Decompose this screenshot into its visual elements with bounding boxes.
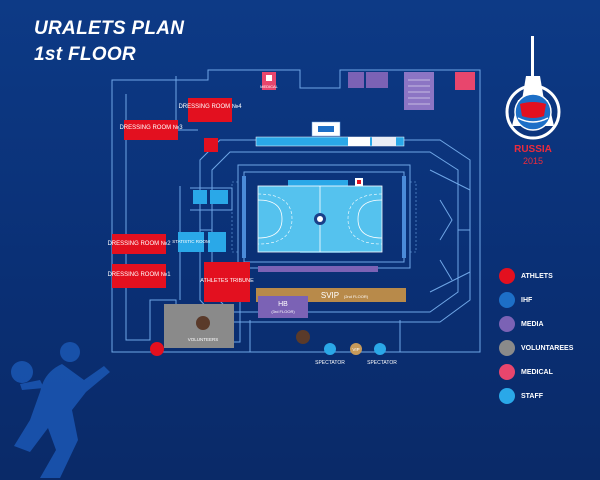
page-title-line1: URALETS PLAN (34, 18, 185, 39)
legend-label: MEDICAL (521, 368, 553, 376)
page-title-line2: 1st FLOOR (34, 44, 136, 65)
dressing-room-2-label: DRESSING ROOM №2 (107, 240, 171, 247)
legend-label: MEDIA (521, 320, 544, 328)
legend-label: STAFF (521, 392, 544, 400)
legend-label: IHF (521, 296, 533, 304)
legend-label: ATHLETS (521, 272, 553, 280)
spectator-right-label: SPECTATOR (367, 360, 397, 366)
championship-logo: RUSSIA 2015 (498, 30, 568, 170)
cafe-icon (196, 316, 310, 344)
legend-item: ATHLETS (499, 268, 599, 284)
legend-swatch (499, 316, 515, 332)
spectator-left-label: SPECTATOR (315, 360, 345, 366)
dressing-room-3-label: DRESSING ROOM №3 (119, 124, 183, 131)
legend-item: IHF (499, 292, 599, 308)
legend-item: VOLUNTAREES (499, 340, 599, 356)
legend-swatch (499, 340, 515, 356)
vip-label: VIP (352, 347, 359, 352)
dressing-room-4-label: DRESSING ROOM №4 (178, 103, 242, 110)
hb-label: HB (278, 301, 288, 308)
legend-item: STAFF (499, 388, 599, 404)
logo-year: 2015 (522, 156, 544, 166)
dressing-room-1-label: DRESSING ROOM №1 (107, 271, 171, 278)
svip-sub-label: (2nd FLOOR) (344, 294, 369, 299)
entrance-markers (150, 342, 386, 356)
medical-label: MEDICAL (260, 84, 279, 89)
athletes-rooms (112, 98, 250, 302)
legend-swatch (499, 364, 515, 380)
legend-label: VOLUNTAREES (521, 344, 574, 352)
handball-court (257, 185, 383, 253)
legend-item: MEDIA (499, 316, 599, 332)
legend-swatch (499, 268, 515, 284)
legend-item: MEDICAL (499, 364, 599, 380)
athletes-tribune-label: ATHLETES TRIBUNE (200, 278, 254, 284)
svip-label: SVIP (321, 291, 339, 300)
handball-player-silhouette (11, 342, 110, 478)
legend-swatch (499, 292, 515, 308)
media-rooms (348, 72, 434, 110)
legend-swatch (499, 388, 515, 404)
statistic-room-label: STATISTIC ROOM (172, 239, 210, 244)
logo-country: RUSSIA (514, 144, 552, 155)
medical-rooms (262, 72, 475, 90)
volunteers-label: VOLUNTEERS (188, 337, 219, 342)
staff-rooms (178, 190, 228, 252)
hb-sub-label: (3rd FLOOR) (271, 309, 295, 314)
